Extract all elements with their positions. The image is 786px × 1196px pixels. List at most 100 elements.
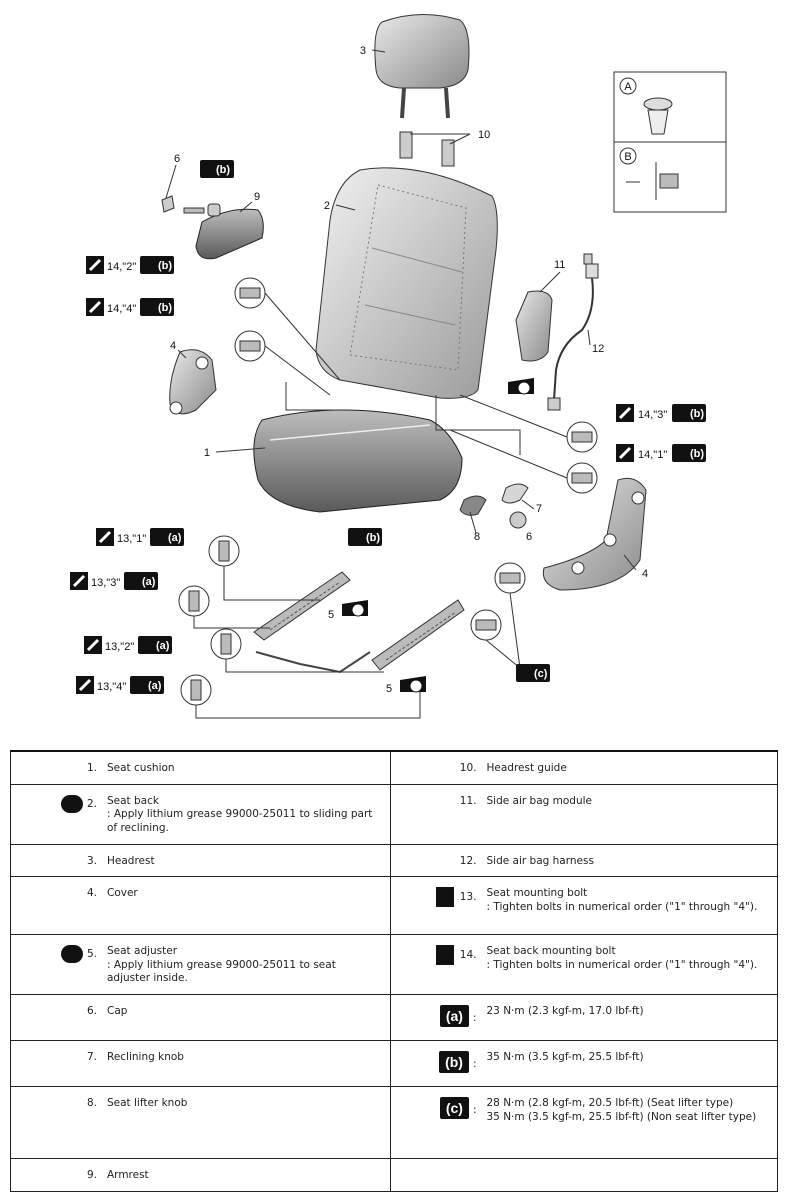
spec-label-13-4: 13,"4" (a) (76, 676, 164, 694)
lifter-rod (255, 651, 371, 674)
spec-label-13-2: 13,"2" (a) (84, 636, 172, 654)
legend-note: : Apply lithium grease 99000-25011 to sl… (107, 808, 373, 834)
legend-title: Seat back (107, 794, 159, 807)
legend-number: 13. (459, 891, 477, 904)
legend-number: 5. (86, 948, 97, 961)
svg-text:(b): (b) (690, 448, 704, 460)
legend-title: 35 N·m (3.5 kgf-m, 25.5 lbf-ft) (486, 1051, 644, 1064)
legend-title: Headrest (107, 854, 155, 867)
callout-8: 8 (474, 531, 480, 543)
callout-6-right: 6 (526, 531, 532, 543)
bolt-14-3 (566, 421, 598, 453)
cap-top (161, 195, 175, 213)
spec-label-13-3: 13,"3" (a) (70, 572, 158, 590)
svg-text:(b): (b) (216, 164, 230, 176)
legend-title: Cap (107, 1005, 128, 1018)
grease-icon-upper (508, 378, 534, 395)
bolt-c-1 (494, 562, 526, 594)
legend-row: 8. Seat lifter knob (c):28 N·m (2.8 kgf-m,… (10, 1086, 778, 1160)
legend-number: 10. (459, 762, 477, 774)
spec-label-6-wrench: (b) (200, 160, 234, 178)
bolt-13-4 (180, 674, 212, 706)
callout-12: 12 (592, 343, 604, 355)
colon: : (472, 1012, 477, 1025)
legend-row: 2.Seat back: Apply lithium grease 99000-… (10, 783, 778, 845)
legend-cell-left: 8. Seat lifter knob (10, 1086, 391, 1160)
legend-title: Seat adjuster (107, 945, 178, 958)
legend-cell-left: 2.Seat back: Apply lithium grease 99000-… (10, 783, 391, 845)
svg-text:14,"2": 14,"2" (107, 261, 136, 273)
legend-number: 6. (86, 1005, 97, 1018)
callout-7: 7 (536, 503, 542, 515)
legend-cell-right: (c):28 N·m (2.8 kgf-m, 20.5 lbf-ft) (Sea… (389, 1086, 778, 1160)
callout-6-top: 6 (174, 153, 180, 165)
spec-label-14-2: 14,"2" (b) (86, 256, 174, 274)
legend-title: Armrest (107, 1169, 149, 1182)
legend-cell-right: 14.Seat back mounting bolt: Tighten bolt… (389, 934, 778, 996)
spec-label-13-1: 13,"1" (a) (96, 528, 184, 546)
legend-title: 23 N·m (2.3 kgf-m, 17.0 lbf-ft) (486, 1005, 644, 1018)
seat-lifter-knob (459, 495, 487, 516)
legend-title: Seat back mounting bolt (486, 945, 616, 958)
bolt-13-3 (178, 585, 210, 617)
svg-text:(a): (a) (148, 680, 162, 692)
callout-4-right: 4 (642, 568, 648, 580)
svg-text:(a): (a) (142, 576, 156, 588)
bolt-14-4 (234, 330, 266, 362)
callout-3: 3 (360, 45, 366, 57)
bolt-14-1 (566, 462, 598, 494)
legend-title: Seat lifter knob (107, 1097, 188, 1110)
spec-label-14-4: 14,"4" (b) (86, 298, 174, 316)
legend-cell-left: 3. Headrest (10, 843, 391, 878)
svg-text:(a): (a) (156, 640, 170, 652)
cover-marks (169, 356, 645, 575)
legend-row: 5. Seat adjuster: Apply lithium grease 99… (10, 934, 778, 996)
callout-2: 2 (324, 200, 330, 212)
cap-right (509, 511, 527, 529)
legend-note: : Apply lithium grease 99000-25011 to se… (107, 958, 336, 985)
cover-right (542, 477, 647, 591)
legend-title: Side air bag harness (486, 854, 594, 867)
headrest-guides (399, 131, 455, 167)
callout-5-right: 5 (386, 683, 392, 695)
svg-text:(b): (b) (158, 260, 172, 272)
legend-row: 6. Cap (a):23 N·m (2.3 kgf-m, 17.0 lbf-ft) (10, 994, 778, 1042)
callout-leaders (165, 49, 637, 571)
bolt-13-2 (210, 628, 242, 660)
svg-text:13,"3": 13,"3" (91, 577, 120, 589)
legend-cell-left: 4. Cover (10, 876, 391, 936)
legend-number: 4. (86, 887, 97, 900)
grease-icon-bottom (400, 676, 426, 693)
torque-wrench-icon: (c) (439, 1097, 469, 1120)
grease-icon-left (342, 600, 368, 617)
bolt-14-2 (234, 277, 266, 309)
svg-text:14,"1": 14,"1" (638, 449, 667, 461)
svg-text:(a): (a) (168, 532, 182, 544)
seat-cushion (253, 409, 463, 513)
callout-5-left: 5 (328, 609, 334, 621)
seat-adjuster-right (371, 599, 465, 671)
legend-number: 8. (86, 1097, 97, 1110)
legend-note: : Tighten bolts in numerical order ("1" … (486, 900, 758, 913)
side-air-bag-module (515, 290, 553, 362)
callout-9: 9 (254, 191, 260, 203)
callout-11: 11 (554, 259, 565, 271)
legend-row: 7.Reclining knob(b):35 N·m (3.5 kgf-m, 2… (10, 1040, 778, 1088)
legend-cell-left: 1.Seat cushion (10, 750, 391, 785)
svg-text:(b): (b) (690, 408, 704, 420)
armrest (183, 203, 264, 260)
bolt-13-1 (208, 535, 240, 567)
legend-title: Seat cushion (107, 762, 175, 774)
legend-cell-right: 10.Headrest guide (389, 750, 778, 785)
torque-wrench-icon: (a) (439, 1005, 469, 1028)
legend-number: 3. (86, 854, 97, 867)
callout-1: 1 (204, 447, 210, 459)
legend-row: 9.Armrest (10, 1158, 778, 1192)
legend-title: Seat mounting bolt (486, 887, 588, 900)
legend-number: 14. (459, 949, 477, 962)
callout-4-left: 4 (170, 340, 176, 352)
legend-title: Cover (107, 887, 138, 900)
inset-marker-b: B (624, 151, 631, 163)
legend-cell-left: 5. Seat adjuster: Apply lithium grease 99… (10, 934, 391, 996)
